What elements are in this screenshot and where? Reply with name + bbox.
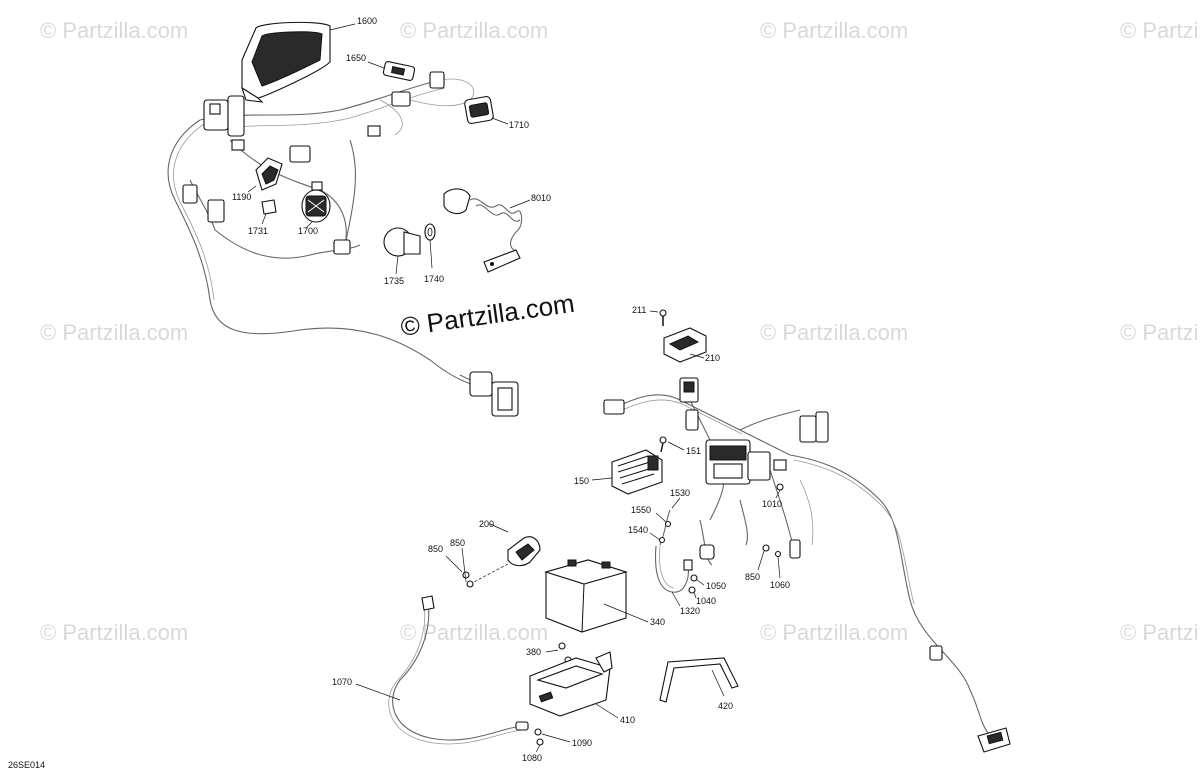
callout-340: 340 [650, 617, 665, 627]
main-watermark: © Partzilla.com [399, 288, 577, 342]
strap-420: 420 [659, 657, 739, 711]
socket-1735: 1735 [383, 227, 421, 286]
nut-850: 850 850 [428, 538, 509, 588]
watermark: © Partzilla.com [40, 620, 188, 645]
watermark: © Partzilla.com [1120, 320, 1200, 345]
callout-1190: 1190 [232, 192, 251, 202]
battery-cable-1040: 1050 1040 1320 [654, 545, 726, 616]
fastener-1320: 850 1060 [745, 544, 790, 590]
watermark: © Partzilla.com [760, 620, 908, 645]
callout-8010: 8010 [531, 193, 551, 203]
watermark: © Partzilla.com [400, 620, 548, 645]
callout-1080: 1080 [522, 753, 542, 763]
callout-850-a: 850 [428, 544, 443, 554]
callout-1060: 1050 [706, 581, 726, 591]
connector-1710: 1710 [464, 96, 529, 130]
coiled-cord-8010: 8010 [443, 188, 551, 273]
diagram-reference-code: 26SE014 [8, 760, 45, 770]
switch-1650: 1650 [346, 53, 416, 81]
watermark-layer: © Partzilla.com © Partzilla.com © Partzi… [40, 18, 1200, 645]
gauge-cluster-1600: 1600 [240, 16, 377, 103]
watermark: © Partzilla.com [40, 320, 188, 345]
bracket-1190: 1190 [232, 157, 283, 202]
callout-1740: 1740 [424, 274, 444, 284]
nut-1740: 1740 [424, 223, 444, 284]
callout-1550: 1550 [631, 505, 651, 515]
watermark: © Partzilla.com [40, 18, 188, 43]
callout-210: 210 [705, 353, 720, 363]
callout-1320: 850 [745, 572, 760, 582]
right-harness [603, 377, 1011, 753]
callout-1090: 1090 [572, 738, 592, 748]
callout-850-b: 850 [450, 538, 465, 548]
callout-1070: 1070 [332, 677, 352, 687]
clip-1010: 1010 [762, 483, 784, 509]
callout-1600: 1600 [357, 16, 377, 26]
callout-1650: 1650 [346, 53, 366, 63]
callout-1540: 1540 [628, 525, 648, 535]
watermark: © Partzilla.com [1120, 620, 1200, 645]
screw-380: 380 [526, 642, 572, 664]
upper-harness [167, 71, 519, 417]
callout-211: 211 [632, 305, 646, 315]
callout-1040: 1320 [680, 606, 700, 616]
callout-1050: 1040 [696, 596, 716, 606]
watermark: © Partzilla.com [760, 320, 908, 345]
callout-1530: 1530 [670, 488, 690, 498]
solenoid-200: 200 [479, 519, 541, 567]
module-210: 210 [663, 327, 720, 363]
watermark: © Partzilla.com [760, 18, 908, 43]
regulator-150: 150 [574, 449, 663, 495]
callout-150: 150 [574, 476, 589, 486]
callout-410: 410 [620, 715, 635, 725]
ground-wire-1530: 1530 1550 1540 [628, 488, 690, 546]
callout-1010: 1010 [762, 499, 782, 509]
watermark: © Partzilla.com [400, 18, 548, 43]
screw-151: 151 [659, 436, 701, 456]
cable-1070: 1070 [332, 595, 529, 745]
callout-1710: 1710 [509, 120, 529, 130]
callout-1731: 1731 [248, 226, 268, 236]
nut-1080: 1090 1080 [522, 728, 592, 763]
callout-1340: 1060 [770, 580, 790, 590]
callout-151: 151 [686, 446, 701, 456]
watermark: © Partzilla.com [1120, 18, 1200, 43]
battery-tray-410: 410 [529, 651, 635, 725]
bulb-1731: 1731 [248, 199, 277, 236]
callout-420: 420 [718, 701, 733, 711]
callout-1700: 1700 [298, 226, 318, 236]
socket-1700: 1700 [298, 181, 331, 236]
battery-340: 340 [544, 559, 665, 633]
screw-211: 211 [632, 305, 667, 326]
callout-380: 380 [526, 647, 541, 657]
callout-1735: 1735 [384, 276, 404, 286]
callout-200: 200 [479, 519, 494, 529]
